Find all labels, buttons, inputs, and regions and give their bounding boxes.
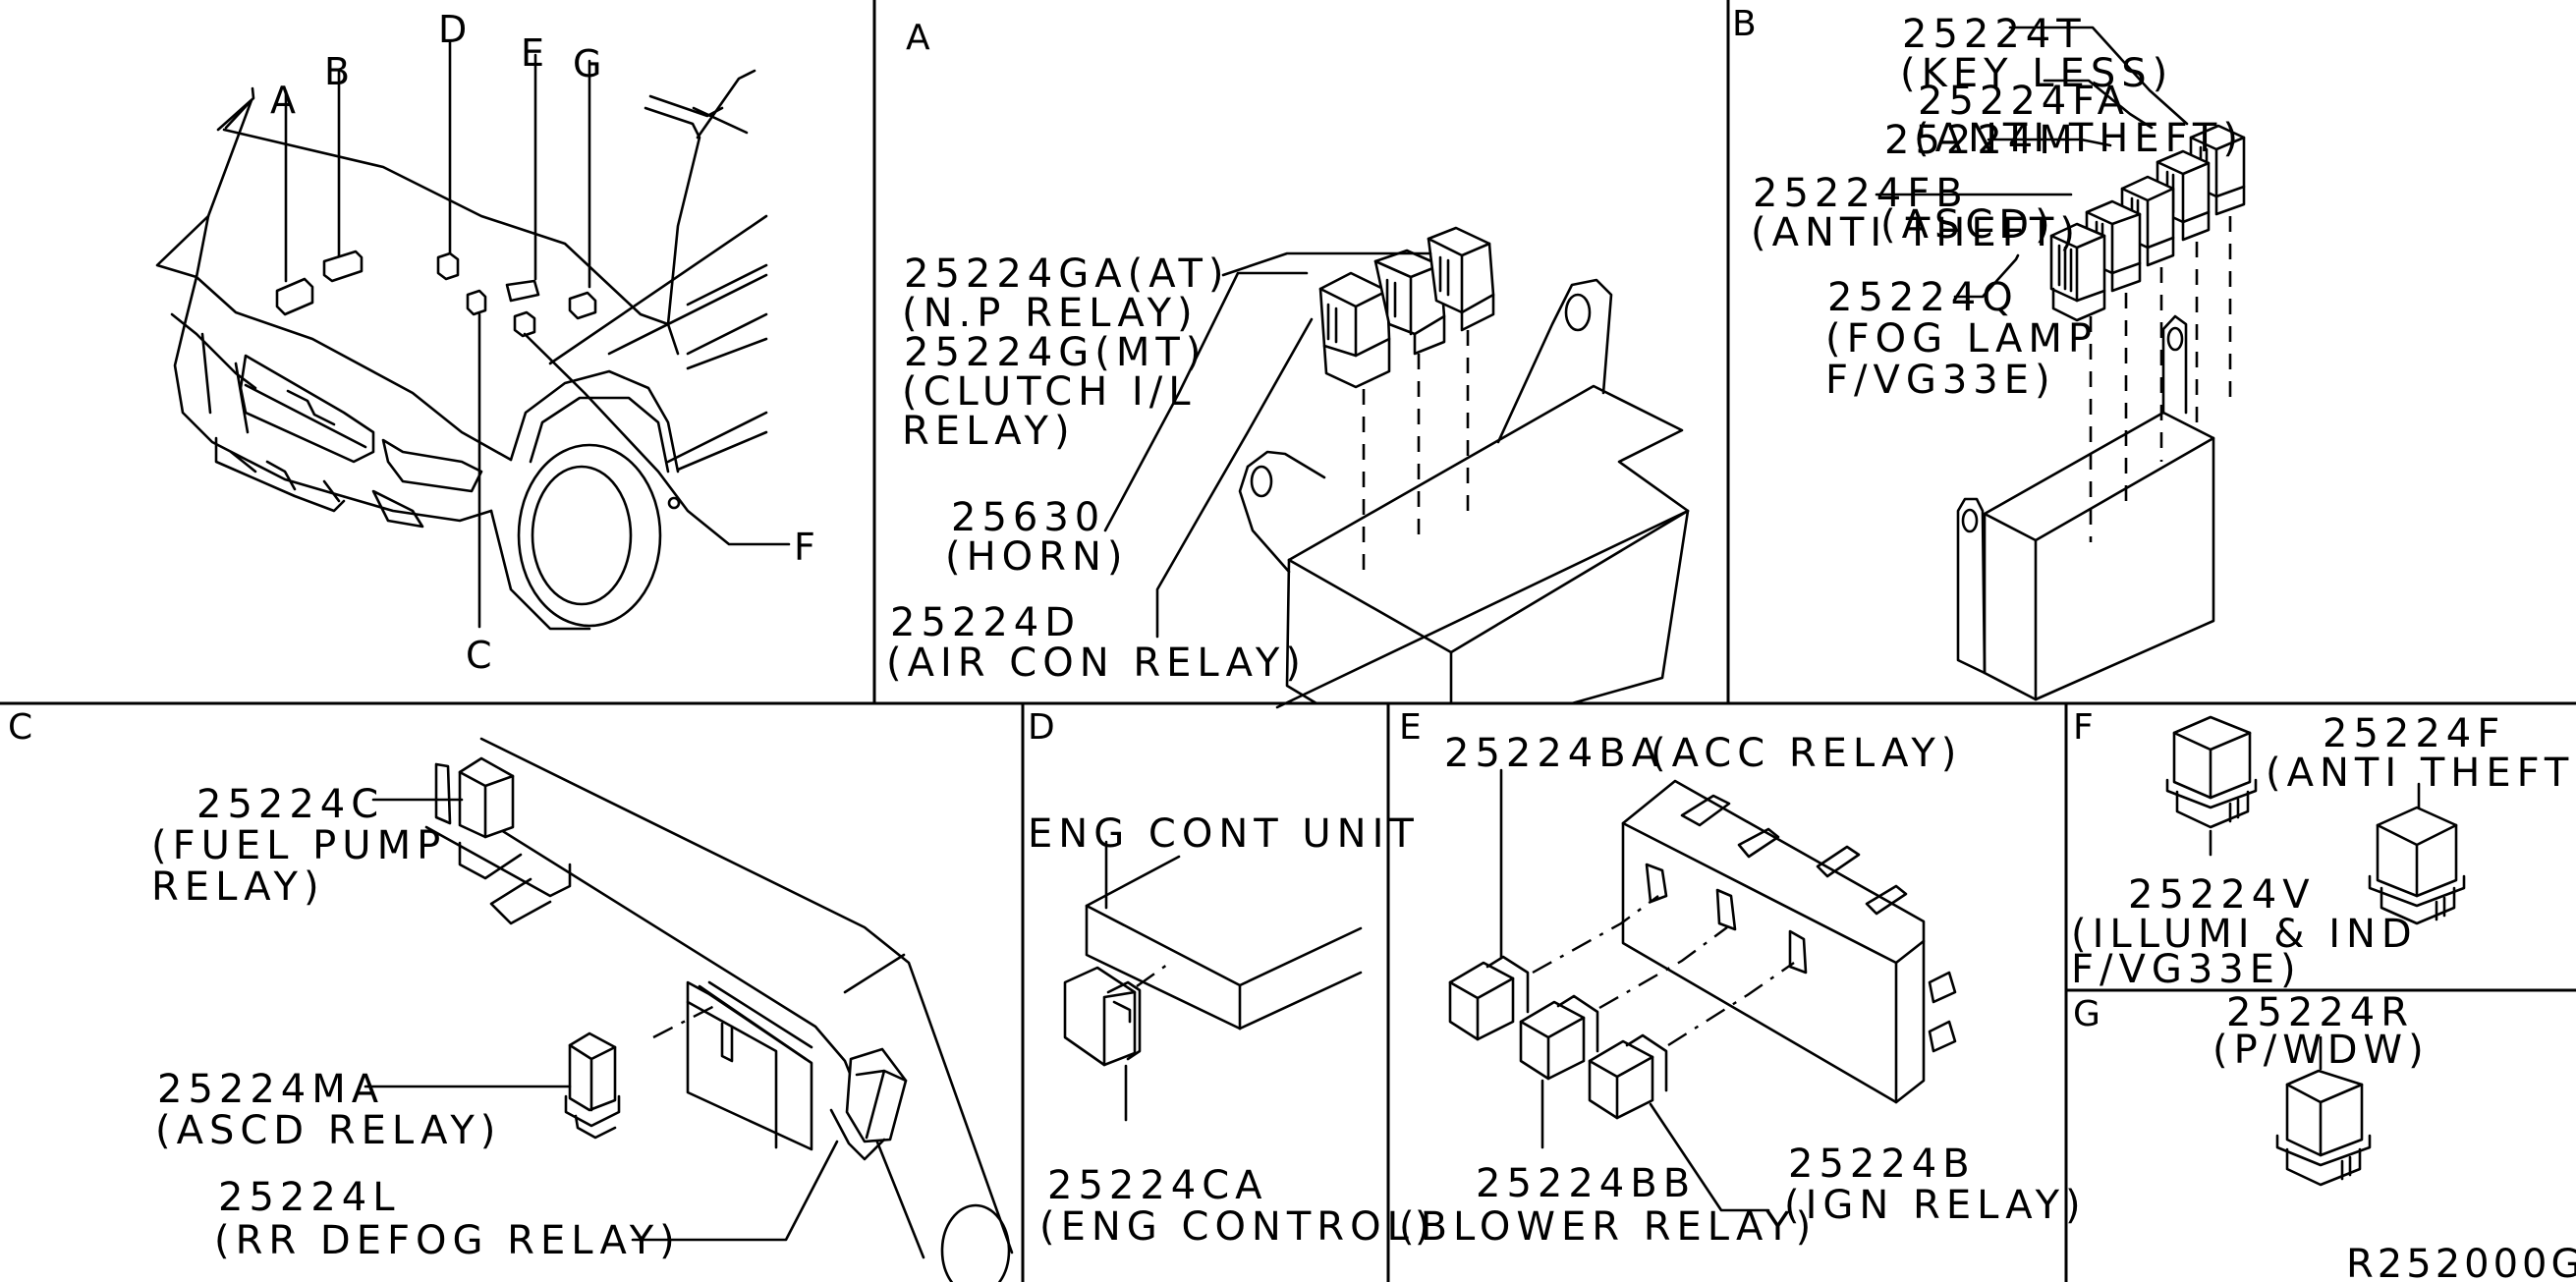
part-description: RELAY) <box>902 409 1076 454</box>
part-number: 25630 <box>951 495 1105 540</box>
callout-label-e: E <box>521 31 547 75</box>
panel-c: C <box>8 707 1014 1282</box>
part-number: 25224V <box>2128 872 2316 918</box>
part-description: (ASCD RELAY) <box>155 1108 501 1153</box>
relay-bracket-icon <box>1238 226 1690 709</box>
panel-a: A <box>886 18 1690 709</box>
part-number: 25224MA <box>157 1067 384 1112</box>
part-description: (ACC RELAY) <box>1651 731 1962 776</box>
part-description: (BLOWER RELAY) <box>1399 1204 1817 1250</box>
part-description: (FOG LAMP <box>1825 316 2098 362</box>
part-number: 25224CA <box>1047 1163 1268 1208</box>
panel-letter-d: D <box>1028 707 1055 748</box>
part-description: (ANTI THEFT) <box>1751 210 2081 255</box>
relay-box-icon <box>1448 779 1957 1120</box>
part-description: (P/WDW) <box>2212 1028 2430 1073</box>
panel-letter-c: C <box>8 707 32 748</box>
part-number: 25224R <box>2226 990 2414 1035</box>
part-description: (N.P RELAY) <box>902 291 1199 336</box>
panel-e-leaders <box>1499 768 1770 1212</box>
part-number: 25224M <box>1884 118 2079 163</box>
part-number: 25224FB <box>1753 171 1969 216</box>
vehicle-overview-panel: A B D E G C F <box>155 8 818 677</box>
vehicle-outline-icon <box>155 69 768 631</box>
engine-control-unit-icon <box>1063 840 1363 1067</box>
part-description: (ANTI THEFT) <box>1914 116 2244 161</box>
part-description: RELAY) <box>151 864 325 910</box>
part-number: 25224BA <box>1444 731 1664 776</box>
panel-letter-b: B <box>1732 4 1757 44</box>
callout-label-d: D <box>438 8 470 51</box>
panel-letter-f: F <box>2073 707 2094 748</box>
part-description: (CLUTCH I/L <box>902 369 1196 415</box>
part-description: (RR DEFOG RELAY) <box>214 1218 681 1263</box>
relay-block-icon <box>1956 124 2246 701</box>
part-description: (ILLUMI & IND <box>2071 912 2418 957</box>
panel-f: F 25224F (ANTI THEFT) 25224V (ILLUMI & I… <box>2071 707 2576 992</box>
part-description: (KEY LESS) <box>1900 51 2173 96</box>
part-number: 25224L <box>218 1175 401 1220</box>
part-number: 25224F <box>2323 711 2505 756</box>
relay-icon <box>2165 715 2258 829</box>
callout-label-b: B <box>324 50 353 93</box>
panel-g: G 25224R (P/WDW) R252000G <box>2073 990 2576 1282</box>
panel-b-leaders <box>1875 26 2189 299</box>
part-number: 25224GA(AT) <box>904 251 1230 297</box>
part-description: (IGN RELAY) <box>1784 1183 2087 1228</box>
panel-letter-e: E <box>1399 707 1422 748</box>
callout-label-a: A <box>270 79 299 122</box>
part-number: 25224G(MT) <box>904 330 1206 375</box>
panel-b: B <box>1732 4 2246 701</box>
relay-icon <box>2368 806 2466 925</box>
part-description: (AIR CON RELAY) <box>886 641 1307 686</box>
panel-e: E <box>1399 707 2087 1250</box>
unit-label: ENG CONT UNIT <box>1028 811 1420 857</box>
relay-icon <box>2275 1069 2372 1187</box>
part-number: 25224B <box>1788 1142 1976 1187</box>
part-description: (FUEL PUMP <box>151 823 446 868</box>
diagram-reference-code: R252000G <box>2346 1242 2576 1282</box>
panel-c-leaders <box>364 798 839 1242</box>
part-number: 25224D <box>890 600 1081 645</box>
part-description: F/VG33E) <box>1825 358 2056 403</box>
panel-a-leaders <box>1103 251 1432 639</box>
overview-callout-leaders <box>284 39 791 629</box>
callout-label-g: G <box>573 42 604 85</box>
part-number: 25224T <box>1902 12 2087 57</box>
part-number: 25224BB <box>1476 1161 1696 1206</box>
part-description: F/VG33E) <box>2071 947 2302 992</box>
panel-d: D ENG CONT UNIT 25224CA (ENG CONTROL) <box>1028 707 1435 1250</box>
part-number: 25224C <box>196 782 384 827</box>
part-description: (ENG CONTROL) <box>1039 1204 1435 1250</box>
part-description: (ANTI THEFT) <box>2266 751 2576 796</box>
part-number: 25224Q <box>1827 275 2019 320</box>
part-description: (HORN) <box>945 534 1129 580</box>
part-number: 25224FA <box>1918 79 2130 124</box>
callout-label-f: F <box>794 526 818 569</box>
fuel-pump-relay-area-icon <box>424 737 1014 1282</box>
panel-letter-g: G <box>2073 994 2100 1034</box>
callout-label-c: C <box>466 634 495 677</box>
panel-letter-a: A <box>906 18 930 58</box>
part-description: (ASCD) <box>1880 202 2056 248</box>
